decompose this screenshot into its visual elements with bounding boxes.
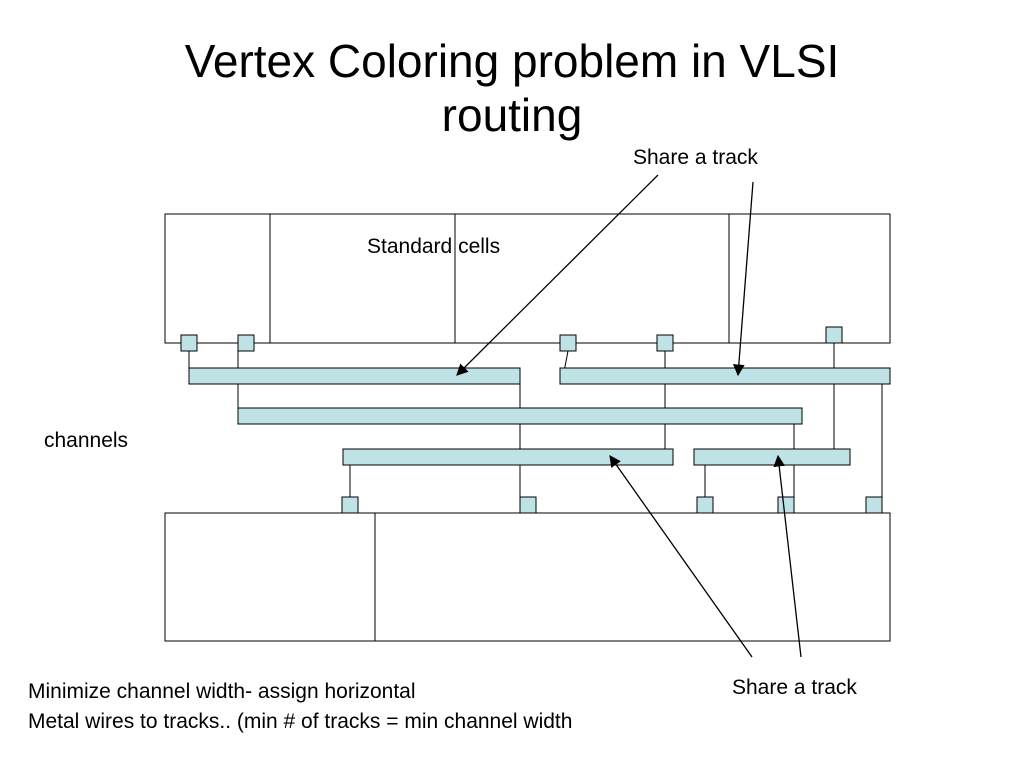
pin — [825, 326, 843, 344]
pin — [341, 496, 359, 514]
wire-track-3-left — [342, 448, 674, 466]
pin — [559, 334, 577, 352]
pin — [865, 496, 883, 514]
wire-track-1-right — [559, 367, 891, 385]
bottom-cell-row — [164, 512, 891, 642]
arrow-bottom-to-right-wire — [773, 454, 802, 658]
standard-cells-label: Standard cells — [367, 235, 501, 258]
pin — [696, 496, 714, 514]
slide-title: Vertex Coloring problem in VLSI routing — [0, 34, 1024, 142]
arrow-top-to-right-wire — [732, 181, 754, 377]
arrow-bottom-to-left-wire — [609, 455, 753, 658]
slide-title-line-1: Vertex Coloring problem in VLSI — [184, 35, 840, 87]
pin — [180, 334, 198, 352]
slide-title-line-2: routing — [441, 89, 583, 141]
wire-track-1-left — [188, 367, 521, 385]
share-track-label-bottom: Share a track — [732, 676, 857, 699]
pin — [777, 496, 795, 514]
wire-track-3-right — [693, 448, 851, 466]
share-track-label-top: Share a track — [633, 146, 758, 169]
annotation-arrows — [456, 174, 802, 658]
top-cell-row-outline — [164, 213, 891, 344]
footnote-line-2: Metal wires to tracks.. (min # of tracks… — [28, 710, 573, 733]
wire-track-2 — [237, 407, 803, 425]
bottom-pins — [341, 496, 883, 514]
pin — [656, 334, 674, 352]
top-cell-row — [164, 213, 891, 344]
channels-label: channels — [44, 429, 129, 452]
top-pins — [180, 326, 843, 352]
arrow-top-to-left-wire — [456, 174, 659, 376]
footnote: Minimize channel width- assign horizonta… — [28, 677, 572, 737]
pin — [237, 334, 255, 352]
pin — [519, 496, 537, 514]
horizontal-wires — [188, 367, 891, 466]
bottom-cell-row-outline — [164, 512, 891, 642]
footnote-line-1: Minimize channel width- assign horizonta… — [28, 680, 416, 703]
